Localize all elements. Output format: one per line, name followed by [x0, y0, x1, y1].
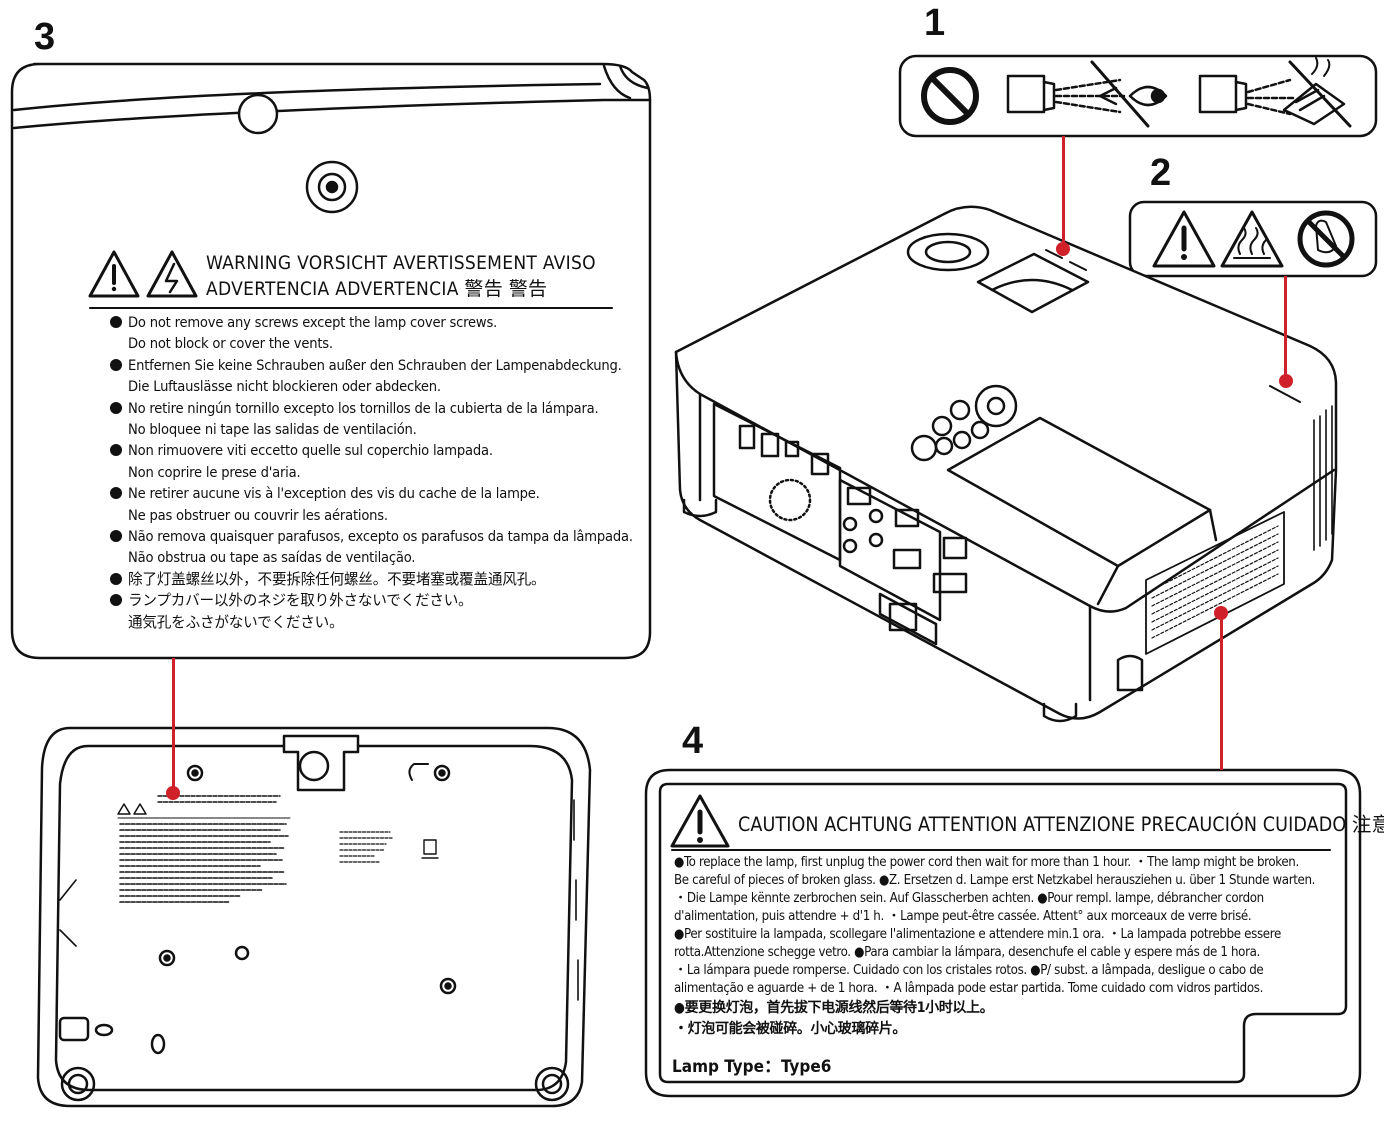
warning-text-line: Ne pas obstruer ou couvrir les aérations…	[128, 506, 388, 524]
hot-surface-icon	[1220, 210, 1284, 268]
projector-illustration	[674, 205, 1338, 723]
caution-text-line: Be careful of pieces of broken glass. ●Z…	[674, 873, 1316, 888]
bullet-icon	[110, 358, 122, 371]
callout-number-1: 1	[924, 2, 946, 44]
leader-dot-3	[166, 786, 180, 800]
label4-panel-outline	[644, 768, 1362, 1098]
warning-list-item: Do not remove any screws except the lamp…	[110, 312, 630, 355]
bullet-icon	[110, 487, 122, 500]
warning-list-item: Não remova quaisquer parafusos, excepto …	[110, 526, 633, 569]
warning-text-line: Non rimuovere viti eccetto quelle sul co…	[128, 442, 493, 460]
hand-paper-icon	[1282, 82, 1346, 126]
leader-line-2	[1284, 276, 1287, 380]
no-touch-icon	[1297, 210, 1355, 268]
lens-icon-2	[1198, 74, 1238, 114]
label1-panel-outline	[898, 54, 1378, 138]
label3-panel-outline	[10, 62, 652, 660]
caution-text-line: rotta.Attenzione schegge vetro. ●Para ca…	[674, 945, 1260, 960]
warning-list-item: 除了灯盖螺丝以外，不要拆除任何螺丝。不要堵塞或覆盖通风孔。	[110, 569, 630, 590]
eye-icon	[1128, 85, 1168, 107]
prohibition-icon	[921, 67, 979, 125]
leader-dot-1	[1056, 242, 1070, 256]
warning-text-line: Não remova quaisquer parafusos, excepto …	[128, 528, 633, 546]
label4-caution-text: ●To replace the lamp, first unplug the p…	[674, 854, 1344, 1040]
caution-text-line: ・灯泡可能会被碰碎。小心玻璃碎片。	[674, 1021, 907, 1037]
warning-list-item: No retire ningún tornillo excepto los to…	[110, 398, 630, 441]
warning-list-item: Entfernen Sie keine Schrauben außer den …	[110, 355, 630, 398]
bullet-icon	[110, 401, 122, 414]
bullet-icon	[110, 594, 122, 607]
lens-icon	[1006, 74, 1046, 114]
warning-text-line: Não obstrua ou tape as saídas de ventila…	[128, 549, 416, 567]
bullet-icon	[110, 530, 122, 543]
caution-text-line: d'alimentation, puis attendre + d'1 h. ・…	[674, 909, 1252, 924]
caution-triangle-icon-large	[670, 794, 730, 848]
caution-triangle-icon	[1152, 210, 1216, 268]
bullet-icon	[110, 572, 122, 585]
callout-number-3: 3	[34, 16, 56, 58]
warning-text-line: No retire ningún tornillo excepto los to…	[128, 399, 599, 417]
callout-number-4: 4	[682, 720, 704, 762]
screw-icon	[305, 160, 359, 214]
warning-list-item: ランプカバー以外のネジを取り外さないでください。通気孔をふさがないでください。	[110, 590, 630, 633]
leader-line-4	[1220, 614, 1223, 770]
bullet-icon	[110, 316, 122, 328]
warning-triangle-icon	[88, 250, 140, 298]
caution-text-line: ・La lámpara puede romperse. Cuidado con …	[674, 963, 1264, 978]
warning-text-line: 通気孔をふさがないでください。	[128, 613, 344, 631]
warning-text-line: Do not block or cover the vents.	[128, 335, 333, 353]
label3-heading-line2: ADVERTENCIA ADVERTENCIA 警告 警告	[206, 278, 548, 300]
caution-text-line: ●To replace the lamp, first unplug the p…	[674, 855, 1299, 870]
caution-text-line: alimentação e aguarde + de 1 hora. ・A lâ…	[674, 981, 1263, 996]
warning-text-line: 除了灯盖螺丝以外，不要拆除任何螺丝。不要堵塞或覆盖通风孔。	[128, 570, 546, 588]
callout-number-2: 2	[1150, 152, 1172, 194]
label3-heading-line1: WARNING VORSICHT AVERTISSEMENT AVISO	[206, 252, 596, 274]
warning-text-line: Ne retirer aucune vis à l'exception des …	[128, 485, 540, 503]
warning-list-item: Non rimuovere viti eccetto quelle sul co…	[110, 440, 630, 483]
label3-warning-list: Do not remove any screws except the lamp…	[110, 312, 633, 633]
projector-bottom-view	[36, 726, 592, 1108]
leader-dot-4	[1214, 606, 1228, 620]
warning-text-line: No bloquee ni tape las salidas de ventil…	[128, 421, 417, 439]
bullet-icon	[110, 444, 122, 457]
label2-panel-outline	[1128, 200, 1378, 278]
warning-list-item: Ne retirer aucune vis à l'exception des …	[110, 483, 630, 526]
electric-shock-icon	[146, 250, 198, 298]
leader-line-3	[172, 658, 175, 794]
caution-text-line: ・Die Lampe kёnnte zerbrochen sein. Auf G…	[674, 891, 1264, 906]
warning-text-line: Entfernen Sie keine Schrauben außer den …	[128, 356, 622, 374]
warning-text-line: ランプカバー以外のネジを取り外さないでください。	[128, 592, 473, 610]
leader-line-1	[1062, 136, 1065, 248]
warning-text-line: Do not remove any screws except the lamp…	[128, 314, 498, 331]
leader-dot-2	[1279, 374, 1293, 388]
warning-text-line: Non coprire le prese d'aria.	[128, 463, 301, 481]
label3-heading: WARNING VORSICHT AVERTISSEMENT AVISO ADV…	[206, 250, 596, 302]
lamp-type-label: Lamp Type：Type6	[672, 1057, 832, 1077]
screw-hole-top	[237, 93, 279, 135]
caution-text-line: ●要更换灯泡，首先拔下电源线然后等待1小时以上。	[674, 1000, 994, 1016]
caution-text-line: ●Per sostituire la lampada, scollegare l…	[674, 927, 1281, 942]
warning-text-line: Die Luftauslässe nicht blockieren oder a…	[128, 378, 441, 396]
label4-heading: CAUTION ACHTUNG ATTENTION ATTENZIONE PRE…	[738, 813, 1384, 836]
